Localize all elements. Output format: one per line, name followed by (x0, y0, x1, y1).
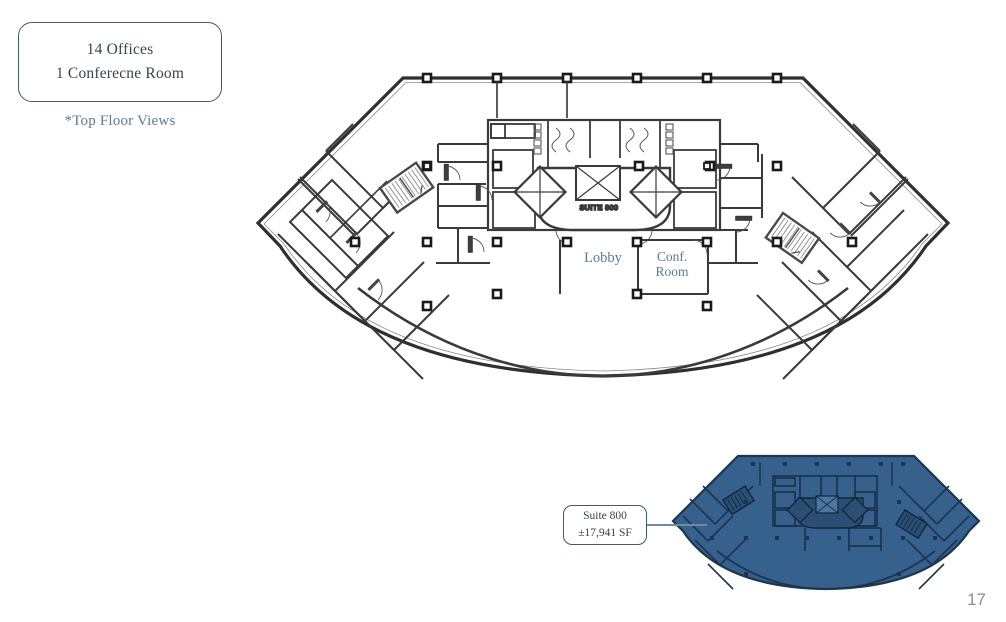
right-wing-offices (756, 123, 929, 380)
page-number: 17 (967, 590, 986, 609)
info-offices-count: 14 Offices (86, 40, 154, 58)
main-floor-plan: SUITE 800 (238, 58, 968, 388)
left-wing-partitions (288, 178, 390, 280)
top-floor-views-note: *Top Floor Views (64, 113, 176, 129)
lobby-conf-walls (559, 239, 709, 295)
building-core: SUITE 800 (486, 118, 722, 245)
core-diamond-left (512, 164, 568, 220)
key-plan-core (772, 475, 882, 551)
core-adjacent-rooms (436, 143, 763, 264)
top-wall-stubs (496, 82, 568, 118)
suite-callout-box: Suite 800 ±17,941 SF (563, 505, 647, 545)
key-plan-stair-right (895, 509, 929, 540)
callout-leader-line (647, 524, 707, 526)
key-plan-thumbnail (665, 448, 987, 596)
key-plan-columns (710, 462, 937, 576)
info-callout-box: 14 Offices 1 Conferecne Room (18, 22, 222, 102)
suite-area: ±17,941 SF (578, 527, 632, 539)
info-conference-count: 1 Conferecne Room (55, 65, 185, 82)
stairwell-right (764, 211, 821, 265)
stairwell-left (378, 161, 435, 215)
key-plan-stair-left (722, 485, 756, 516)
column-grid-small (423, 162, 711, 170)
core-suite-label: SUITE 800 (580, 205, 619, 212)
suite-name: Suite 800 (583, 510, 627, 523)
column-grid (349, 72, 858, 312)
core-diamond-right (628, 164, 684, 220)
